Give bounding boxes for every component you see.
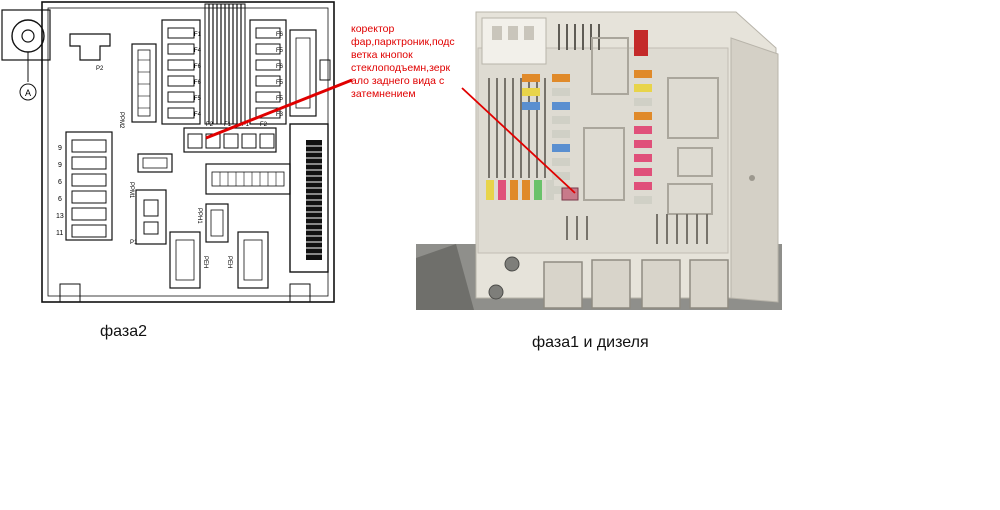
svg-text:F6: F6 (276, 64, 284, 70)
svg-text:F1: F1 (224, 122, 232, 128)
caption-phase2: фаза2 (100, 323, 148, 340)
svg-text:F5: F5 (276, 96, 284, 102)
mounting-ring-icon: A (1, 9, 51, 101)
connector-peh-right: PEH (226, 231, 269, 289)
svg-text:P2: P2 (96, 66, 104, 72)
svg-text:F4: F4 (194, 48, 202, 54)
fuse-column-photo-1 (522, 74, 540, 110)
fuse-labels-left-col: 9 9 6 6 13 11 (56, 145, 64, 237)
fuse-column-left (65, 131, 113, 241)
annotation-line: стеклоподъемн,зерк (351, 62, 451, 74)
svg-text:F1: F1 (242, 122, 250, 128)
connector-ppm2: PPM2 (118, 43, 157, 129)
svg-text:11: 11 (56, 230, 63, 237)
svg-text:6: 6 (58, 196, 62, 203)
svg-text:13: 13 (56, 213, 64, 220)
svg-text:P1: P1 (130, 240, 138, 246)
svg-text:F1: F1 (194, 32, 202, 38)
fuse-labels-top-row-b: F6 F5 F6 F5 F5 F3 (276, 32, 284, 118)
connector-peh-left: PEH (169, 231, 208, 289)
svg-text:F3: F3 (276, 112, 284, 118)
svg-text:PEH: PEH (202, 256, 208, 268)
fuse-box-schematic: A P2 PPM2 F1 F4 F6 F6 F5 F4 (1, 1, 335, 303)
svg-text:PPM1: PPM1 (128, 182, 134, 199)
svg-text:F5: F5 (194, 96, 202, 102)
connector-p1: P1 (130, 189, 167, 246)
annotation-line: ветка кнопок (351, 49, 413, 61)
fuse-block-top-right (249, 19, 287, 125)
bottom-connectors-photo (543, 259, 729, 309)
svg-text:F6: F6 (276, 32, 284, 38)
fuse-box-photo (416, 11, 782, 310)
svg-text:PEH: PEH (226, 256, 232, 268)
svg-text:F6: F6 (194, 80, 202, 86)
svg-text:F5: F5 (276, 48, 284, 54)
fuse-labels-mid-row: F2 F1 F1 F2 (206, 122, 268, 128)
connector-pph1: PPH1 (196, 203, 229, 243)
connector-ppm3 (289, 29, 331, 117)
callout-letter: A (25, 88, 31, 98)
connector-p2: P2 (69, 33, 111, 72)
vent-slots-bottom (566, 214, 708, 244)
top-connector (481, 17, 547, 65)
connector-center (205, 163, 291, 195)
svg-text:F5: F5 (276, 80, 284, 86)
annotation-line: коректор (351, 23, 395, 35)
comb-connector-right (289, 123, 329, 273)
svg-text:F2: F2 (206, 122, 214, 128)
caption-phase1-diesel: фаза1 и дизеля (532, 334, 649, 351)
annotation-line: фар,парктроник,подс (351, 36, 455, 48)
connector-ppm1: PPM1 (128, 153, 173, 199)
svg-text:F4: F4 (194, 112, 202, 118)
svg-text:9: 9 (58, 162, 62, 169)
fuse-annotation: коректор фар,парктроник,подс ветка кнопо… (351, 23, 455, 101)
annotation-line: ало заднего вида с (351, 75, 445, 87)
fuse-labels-top-row-a: F1 F4 F6 F6 F5 F4 (194, 32, 202, 118)
svg-text:PPM2: PPM2 (118, 112, 124, 129)
svg-text:PPH1: PPH1 (196, 208, 202, 224)
fuse-block-top-left (161, 19, 201, 125)
svg-text:F2: F2 (260, 122, 268, 128)
svg-text:9: 9 (58, 145, 62, 152)
fuse-column-photo-3 (634, 70, 652, 204)
svg-text:6: 6 (58, 179, 62, 186)
svg-text:F6: F6 (194, 64, 202, 70)
fuse-column-photo-2 (552, 74, 570, 194)
annotation-line: затемнением (351, 88, 416, 100)
bus-bar-stripes (204, 3, 246, 125)
